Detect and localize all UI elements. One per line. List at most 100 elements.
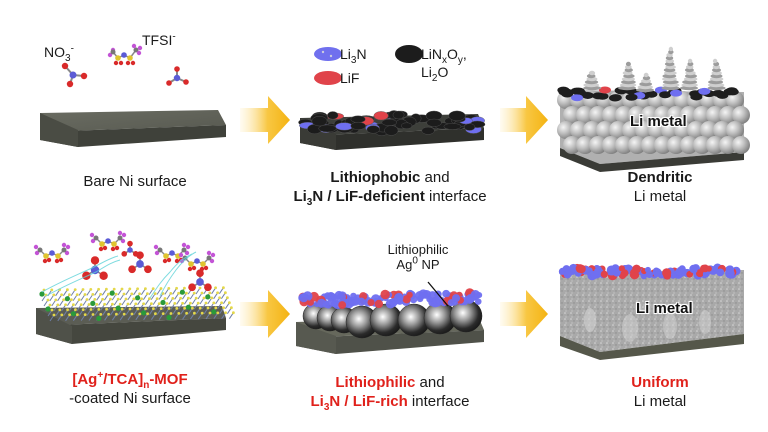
fluorine-atom xyxy=(184,250,190,256)
mof-atom xyxy=(175,307,179,310)
sei-particle xyxy=(600,270,608,278)
mof-atom xyxy=(97,308,101,311)
sei-particle xyxy=(381,119,397,126)
sei-particle xyxy=(333,295,340,302)
mof-atom xyxy=(56,303,60,307)
arrow-bottom-1 xyxy=(240,290,290,338)
mof-atom xyxy=(169,292,173,295)
sei-particle xyxy=(670,89,683,97)
mof-atom xyxy=(114,292,118,296)
mof-atom xyxy=(66,288,69,292)
mof-atom xyxy=(76,313,79,317)
sei-particle xyxy=(698,87,711,95)
mof-atom xyxy=(191,306,194,310)
legend-li3n-label: Li3N xyxy=(340,46,367,66)
legend-lif-label: LiF xyxy=(340,70,360,86)
sei-particle xyxy=(299,292,309,303)
dendrite-segment xyxy=(683,76,698,82)
sei-particle xyxy=(645,270,654,279)
mof-atom xyxy=(161,292,165,295)
lithiophilic-caption: Lithiophilic and Li3N / LiF-rich interfa… xyxy=(310,374,470,413)
li-sphere xyxy=(557,121,575,139)
mof-atom xyxy=(224,291,227,295)
ag-ion xyxy=(135,295,141,301)
li-sphere xyxy=(602,136,620,154)
fluorine-atom xyxy=(153,244,159,250)
sei-deficient-particles xyxy=(298,110,486,136)
li-sphere xyxy=(648,121,666,139)
mof-atom xyxy=(177,312,181,315)
oxygen-atom xyxy=(121,251,128,257)
ion-flux-lines xyxy=(41,251,197,299)
dendrite-segment xyxy=(639,81,653,87)
oxygen-atom xyxy=(166,257,172,263)
dendrite-segment xyxy=(687,58,693,64)
mof-atom xyxy=(216,291,220,295)
dendrite-segment xyxy=(664,61,675,67)
li-dendrites xyxy=(583,46,726,93)
mof-atom xyxy=(93,298,97,301)
atom xyxy=(43,253,49,259)
li-sphere xyxy=(680,106,698,124)
mof-atom xyxy=(192,291,196,295)
mof-atom xyxy=(173,302,177,305)
sei-particle xyxy=(571,94,584,102)
fluorine-atom xyxy=(89,232,95,238)
mof-atom xyxy=(212,301,216,305)
fluorine-atom xyxy=(90,238,96,244)
arrow-top-1 xyxy=(240,96,290,144)
dendrite-segment xyxy=(619,82,637,88)
mof-atom xyxy=(120,287,124,291)
atom xyxy=(194,258,200,264)
legend-li2o-label: Li2O xyxy=(421,64,449,84)
bare-ni-caption: Bare Ni surface xyxy=(83,173,187,190)
mof-atom xyxy=(208,311,212,315)
mof-atom xyxy=(73,288,77,291)
ag-ion xyxy=(211,309,217,315)
mof-atom xyxy=(230,306,233,310)
li-sphere xyxy=(687,121,705,139)
mof-atom xyxy=(109,297,112,301)
dendrite-segment xyxy=(668,46,674,52)
ag-ion xyxy=(109,290,115,296)
sei-particle xyxy=(350,115,366,123)
uniform-sei-layer xyxy=(558,263,741,281)
oxygen-atom xyxy=(99,271,108,280)
mof-atom xyxy=(115,312,118,316)
oxygen-atom xyxy=(98,246,104,252)
sei-particle xyxy=(632,264,641,274)
sei-particle xyxy=(357,297,366,306)
li-sphere xyxy=(719,106,737,124)
sei-particle xyxy=(569,263,578,273)
legend-li3n-swatch xyxy=(314,47,342,61)
dendrite-segment xyxy=(584,79,599,85)
mof-atom xyxy=(232,311,235,315)
mof-atom xyxy=(68,313,71,317)
mof-atom xyxy=(189,301,192,305)
atom xyxy=(206,255,212,261)
li-sphere xyxy=(596,121,614,139)
sei-particle xyxy=(609,94,622,102)
lithiophobic-caption: Lithiophobic and Li3N / LiF-deficient in… xyxy=(293,169,487,208)
ag-ion xyxy=(185,304,191,310)
sei-particle xyxy=(608,267,617,276)
bare-ni-substrate xyxy=(40,110,226,147)
sei-particle xyxy=(466,293,476,304)
atom xyxy=(157,247,163,253)
sei-particle xyxy=(406,291,413,298)
mof-atom xyxy=(220,301,224,305)
sei-particle xyxy=(335,122,354,131)
mof-atom xyxy=(60,313,64,317)
mof-atom xyxy=(66,308,69,312)
li-sphere xyxy=(706,136,724,154)
sei-particle xyxy=(392,110,405,120)
mof-atom xyxy=(138,312,142,316)
mof-atom xyxy=(183,306,187,310)
dendrite-segment xyxy=(662,82,680,88)
dendrite-segment xyxy=(625,61,631,67)
mof-atom xyxy=(54,298,58,302)
mof-atom xyxy=(198,306,202,310)
dendrite-segment xyxy=(711,70,722,76)
oxygen-atom xyxy=(102,245,108,251)
atom xyxy=(93,235,99,241)
